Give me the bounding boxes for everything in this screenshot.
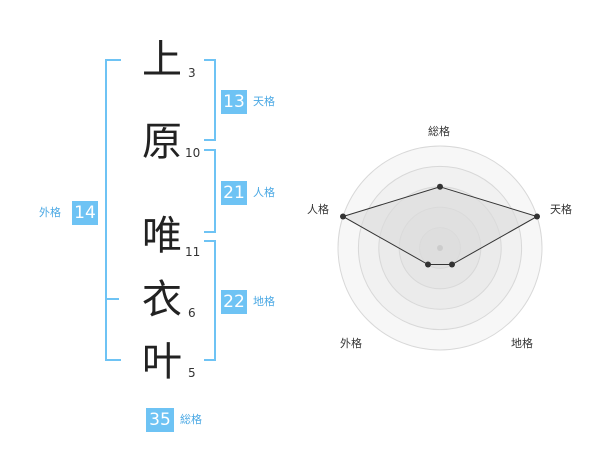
radar-point-5 bbox=[339, 213, 346, 220]
stroke-count-4: 6 bbox=[188, 306, 196, 320]
radar-label-tenkaku: 天格 bbox=[550, 203, 572, 216]
name-char-5: 叶 bbox=[142, 339, 182, 385]
jinkaku-bracket bbox=[204, 149, 216, 233]
radar-center bbox=[437, 245, 443, 251]
stroke-count-5: 5 bbox=[188, 366, 196, 380]
jinkaku-label: 人格 bbox=[253, 186, 275, 199]
jinkaku-value: 21 bbox=[221, 181, 247, 205]
chikaku-value: 22 bbox=[221, 290, 247, 314]
radar-label-chikaku: 地格 bbox=[511, 337, 533, 350]
gaikaku-bracket bbox=[105, 59, 121, 361]
chikaku-bracket bbox=[204, 240, 216, 361]
tenkaku-label: 天格 bbox=[253, 95, 275, 108]
radar-label-gaikaku: 外格 bbox=[340, 337, 362, 350]
chikaku-label: 地格 bbox=[253, 295, 275, 308]
radar-point-2 bbox=[534, 213, 541, 220]
radar-label-jinkaku: 人格 bbox=[307, 203, 329, 216]
radar-label-soukaku: 総格 bbox=[428, 125, 450, 138]
radar-point-3 bbox=[448, 261, 455, 268]
stroke-count-1: 3 bbox=[188, 66, 196, 80]
radar-polygon bbox=[341, 186, 539, 266]
soukaku-label: 総格 bbox=[180, 413, 202, 426]
gaikaku-value: 14 bbox=[72, 201, 98, 225]
stroke-count-2: 10 bbox=[185, 146, 201, 160]
soukaku-value: 35 bbox=[146, 408, 174, 432]
tenkaku-bracket bbox=[204, 59, 216, 141]
name-char-1: 上 bbox=[142, 37, 182, 83]
radar-point-1 bbox=[437, 183, 443, 190]
radar-point-4 bbox=[425, 261, 432, 268]
tenkaku-value: 13 bbox=[221, 90, 247, 114]
gaikaku-label: 外格 bbox=[39, 206, 61, 219]
name-char-2: 原 bbox=[142, 119, 182, 165]
stroke-count-3: 11 bbox=[185, 245, 201, 259]
gaikaku-bracket-split bbox=[105, 298, 119, 300]
name-char-4: 衣 bbox=[142, 277, 182, 323]
name-char-3: 唯 bbox=[142, 213, 182, 259]
